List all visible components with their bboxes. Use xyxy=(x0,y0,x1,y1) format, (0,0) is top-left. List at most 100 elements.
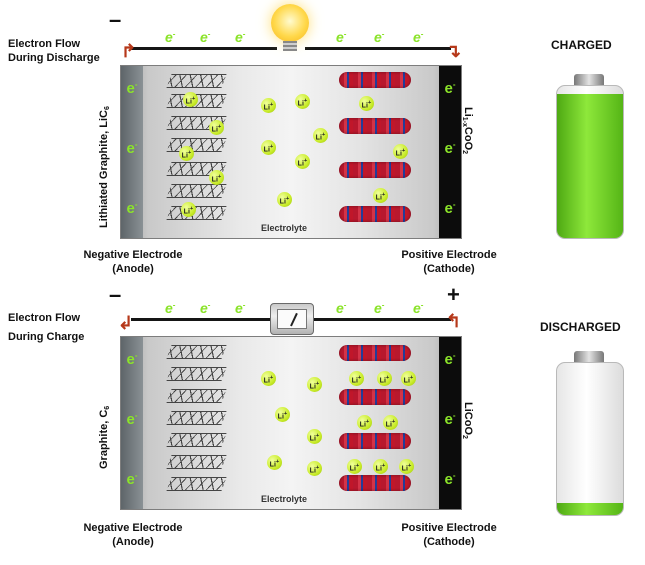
lithium-ion: Li+ xyxy=(373,459,388,474)
bottom-positive-sign: + xyxy=(447,282,460,307)
top-flow-arrow-right: ↴ xyxy=(446,41,462,61)
top-positive-electrode-label: Positive Electrode (Cathode) xyxy=(388,248,510,276)
graphite-layer xyxy=(166,389,227,403)
lithium-ion: Li+ xyxy=(183,92,198,107)
bottom-cell: e- e- e- e- e- e- Li+ Li+ Li+ Li+ Li+ Li… xyxy=(120,336,462,510)
top-flow-label-line1: Electron Flow xyxy=(8,38,81,50)
lithium-ion: Li+ xyxy=(313,128,328,143)
lithium-ion: Li+ xyxy=(209,120,224,135)
bottom-flow-electron: e- xyxy=(413,300,424,316)
lithium-ion: Li+ xyxy=(209,170,224,185)
lithium-ion: Li+ xyxy=(295,154,310,169)
bottom-flow-arrow-right: ↰ xyxy=(446,311,462,331)
top-wire-right xyxy=(305,47,451,50)
electrode-electron: e- xyxy=(444,140,456,157)
top-left-material-label: Lithiated Graphite, LiC6 xyxy=(98,106,111,228)
graphite-layer xyxy=(166,433,227,447)
discharged-battery xyxy=(556,362,624,516)
top-wire-left xyxy=(131,47,277,50)
light-bulb-icon xyxy=(271,4,309,42)
lithium-ion: Li+ xyxy=(393,144,408,159)
lithium-ion: Li+ xyxy=(261,371,276,386)
top-flow-arrow-left: ↱ xyxy=(121,41,137,61)
electrode-electron: e- xyxy=(444,411,456,428)
graphite-layer xyxy=(166,74,227,88)
cobalt-oxide-layer xyxy=(339,433,411,449)
bottom-negative-electrode: e- e- e- xyxy=(121,337,143,509)
lithium-ion: Li+ xyxy=(261,98,276,113)
top-flow-electron: e- xyxy=(374,29,385,45)
lithium-ion: Li+ xyxy=(349,371,364,386)
bottom-negative-electrode-label: Negative Electrode (Anode) xyxy=(70,521,196,549)
electrode-electron: e- xyxy=(126,351,138,368)
graphite-layer xyxy=(166,455,227,469)
charged-battery xyxy=(556,85,624,239)
electrode-electron: e- xyxy=(126,471,138,488)
top-flow-electron: e- xyxy=(235,29,246,45)
discharged-title: DISCHARGED xyxy=(540,320,621,334)
top-positive-electrode: e- e- e- xyxy=(439,66,461,238)
graphite-layer xyxy=(166,345,227,359)
cobalt-oxide-layer xyxy=(339,72,411,88)
electrode-electron: e- xyxy=(444,351,456,368)
lithium-ion: Li+ xyxy=(181,202,196,217)
bottom-wire-right xyxy=(313,318,451,321)
top-negative-sign: – xyxy=(109,7,122,32)
graphite-layer xyxy=(166,477,227,491)
top-flow-label-line2: During Discharge xyxy=(8,52,100,64)
bottom-positive-electrode: e- e- e- xyxy=(439,337,461,509)
lithium-ion: Li+ xyxy=(267,455,282,470)
top-neg-electrode-line1: Negative Electrode xyxy=(83,249,183,261)
lithium-ion: Li+ xyxy=(277,192,292,207)
lithium-ion: Li+ xyxy=(383,415,398,430)
top-flow-electron: e- xyxy=(336,29,347,45)
top-flow-electron: e- xyxy=(165,29,176,45)
top-electrolyte-label: Electrolyte xyxy=(261,223,308,233)
light-bulb-base xyxy=(283,41,297,51)
top-negative-electrode-label: Negative Electrode (Anode) xyxy=(70,248,196,276)
lithium-ion: Li+ xyxy=(347,459,362,474)
graphite-layer xyxy=(166,367,227,381)
electrode-electron: e- xyxy=(126,200,138,217)
lithium-ion: Li+ xyxy=(401,371,416,386)
bottom-positive-electrode-label: Positive Electrode (Cathode) xyxy=(388,521,510,549)
cobalt-oxide-layer xyxy=(339,475,411,491)
cobalt-oxide-layer xyxy=(339,389,411,405)
top-pos-electrode-line2: (Cathode) xyxy=(423,263,475,275)
cobalt-oxide-layer xyxy=(339,118,411,134)
bottom-flow-electron: e- xyxy=(374,300,385,316)
lithium-ion: Li+ xyxy=(275,407,290,422)
bottom-negative-sign: – xyxy=(109,282,122,307)
electrode-electron: e- xyxy=(444,471,456,488)
electrode-electron: e- xyxy=(126,140,138,157)
bottom-flow-electron: e- xyxy=(165,300,176,316)
discharged-battery-fill xyxy=(557,502,623,515)
top-right-material-label: Li1-xCoO2 xyxy=(461,107,474,155)
top-negative-electrode: e- e- e- xyxy=(121,66,143,238)
lithium-ion: Li+ xyxy=(399,459,414,474)
lithium-ion: Li+ xyxy=(307,429,322,444)
charged-title: CHARGED xyxy=(551,38,612,52)
electrode-electron: e- xyxy=(126,411,138,428)
bottom-neg-electrode-line2: (Anode) xyxy=(112,536,154,548)
top-flow-electron: e- xyxy=(200,29,211,45)
discharged-battery-cap xyxy=(574,351,604,363)
graphite-layer xyxy=(166,138,227,152)
bottom-neg-electrode-line1: Negative Electrode xyxy=(83,522,183,534)
lithium-ion: Li+ xyxy=(359,96,374,111)
bottom-pos-electrode-line2: (Cathode) xyxy=(423,536,475,548)
lithium-ion: Li+ xyxy=(373,188,388,203)
bottom-pos-electrode-line1: Positive Electrode xyxy=(401,522,497,534)
top-flow-electron: e- xyxy=(413,29,424,45)
charged-battery-cap xyxy=(574,74,604,86)
top-pos-electrode-line1: Positive Electrode xyxy=(401,249,497,261)
cobalt-oxide-layer xyxy=(339,345,411,361)
top-cell: e- e- e- e- e- e- Li+ Li+ Li+ Li+ Li+ Li… xyxy=(120,65,462,239)
top-neg-electrode-line2: (Anode) xyxy=(112,263,154,275)
cobalt-oxide-layer xyxy=(339,206,411,222)
bottom-wire-left xyxy=(131,318,271,321)
lithium-ion: Li+ xyxy=(307,461,322,476)
bottom-left-material-label: Graphite, C6 xyxy=(98,405,111,469)
electrode-electron: e- xyxy=(444,200,456,217)
lithium-ion: Li+ xyxy=(357,415,372,430)
